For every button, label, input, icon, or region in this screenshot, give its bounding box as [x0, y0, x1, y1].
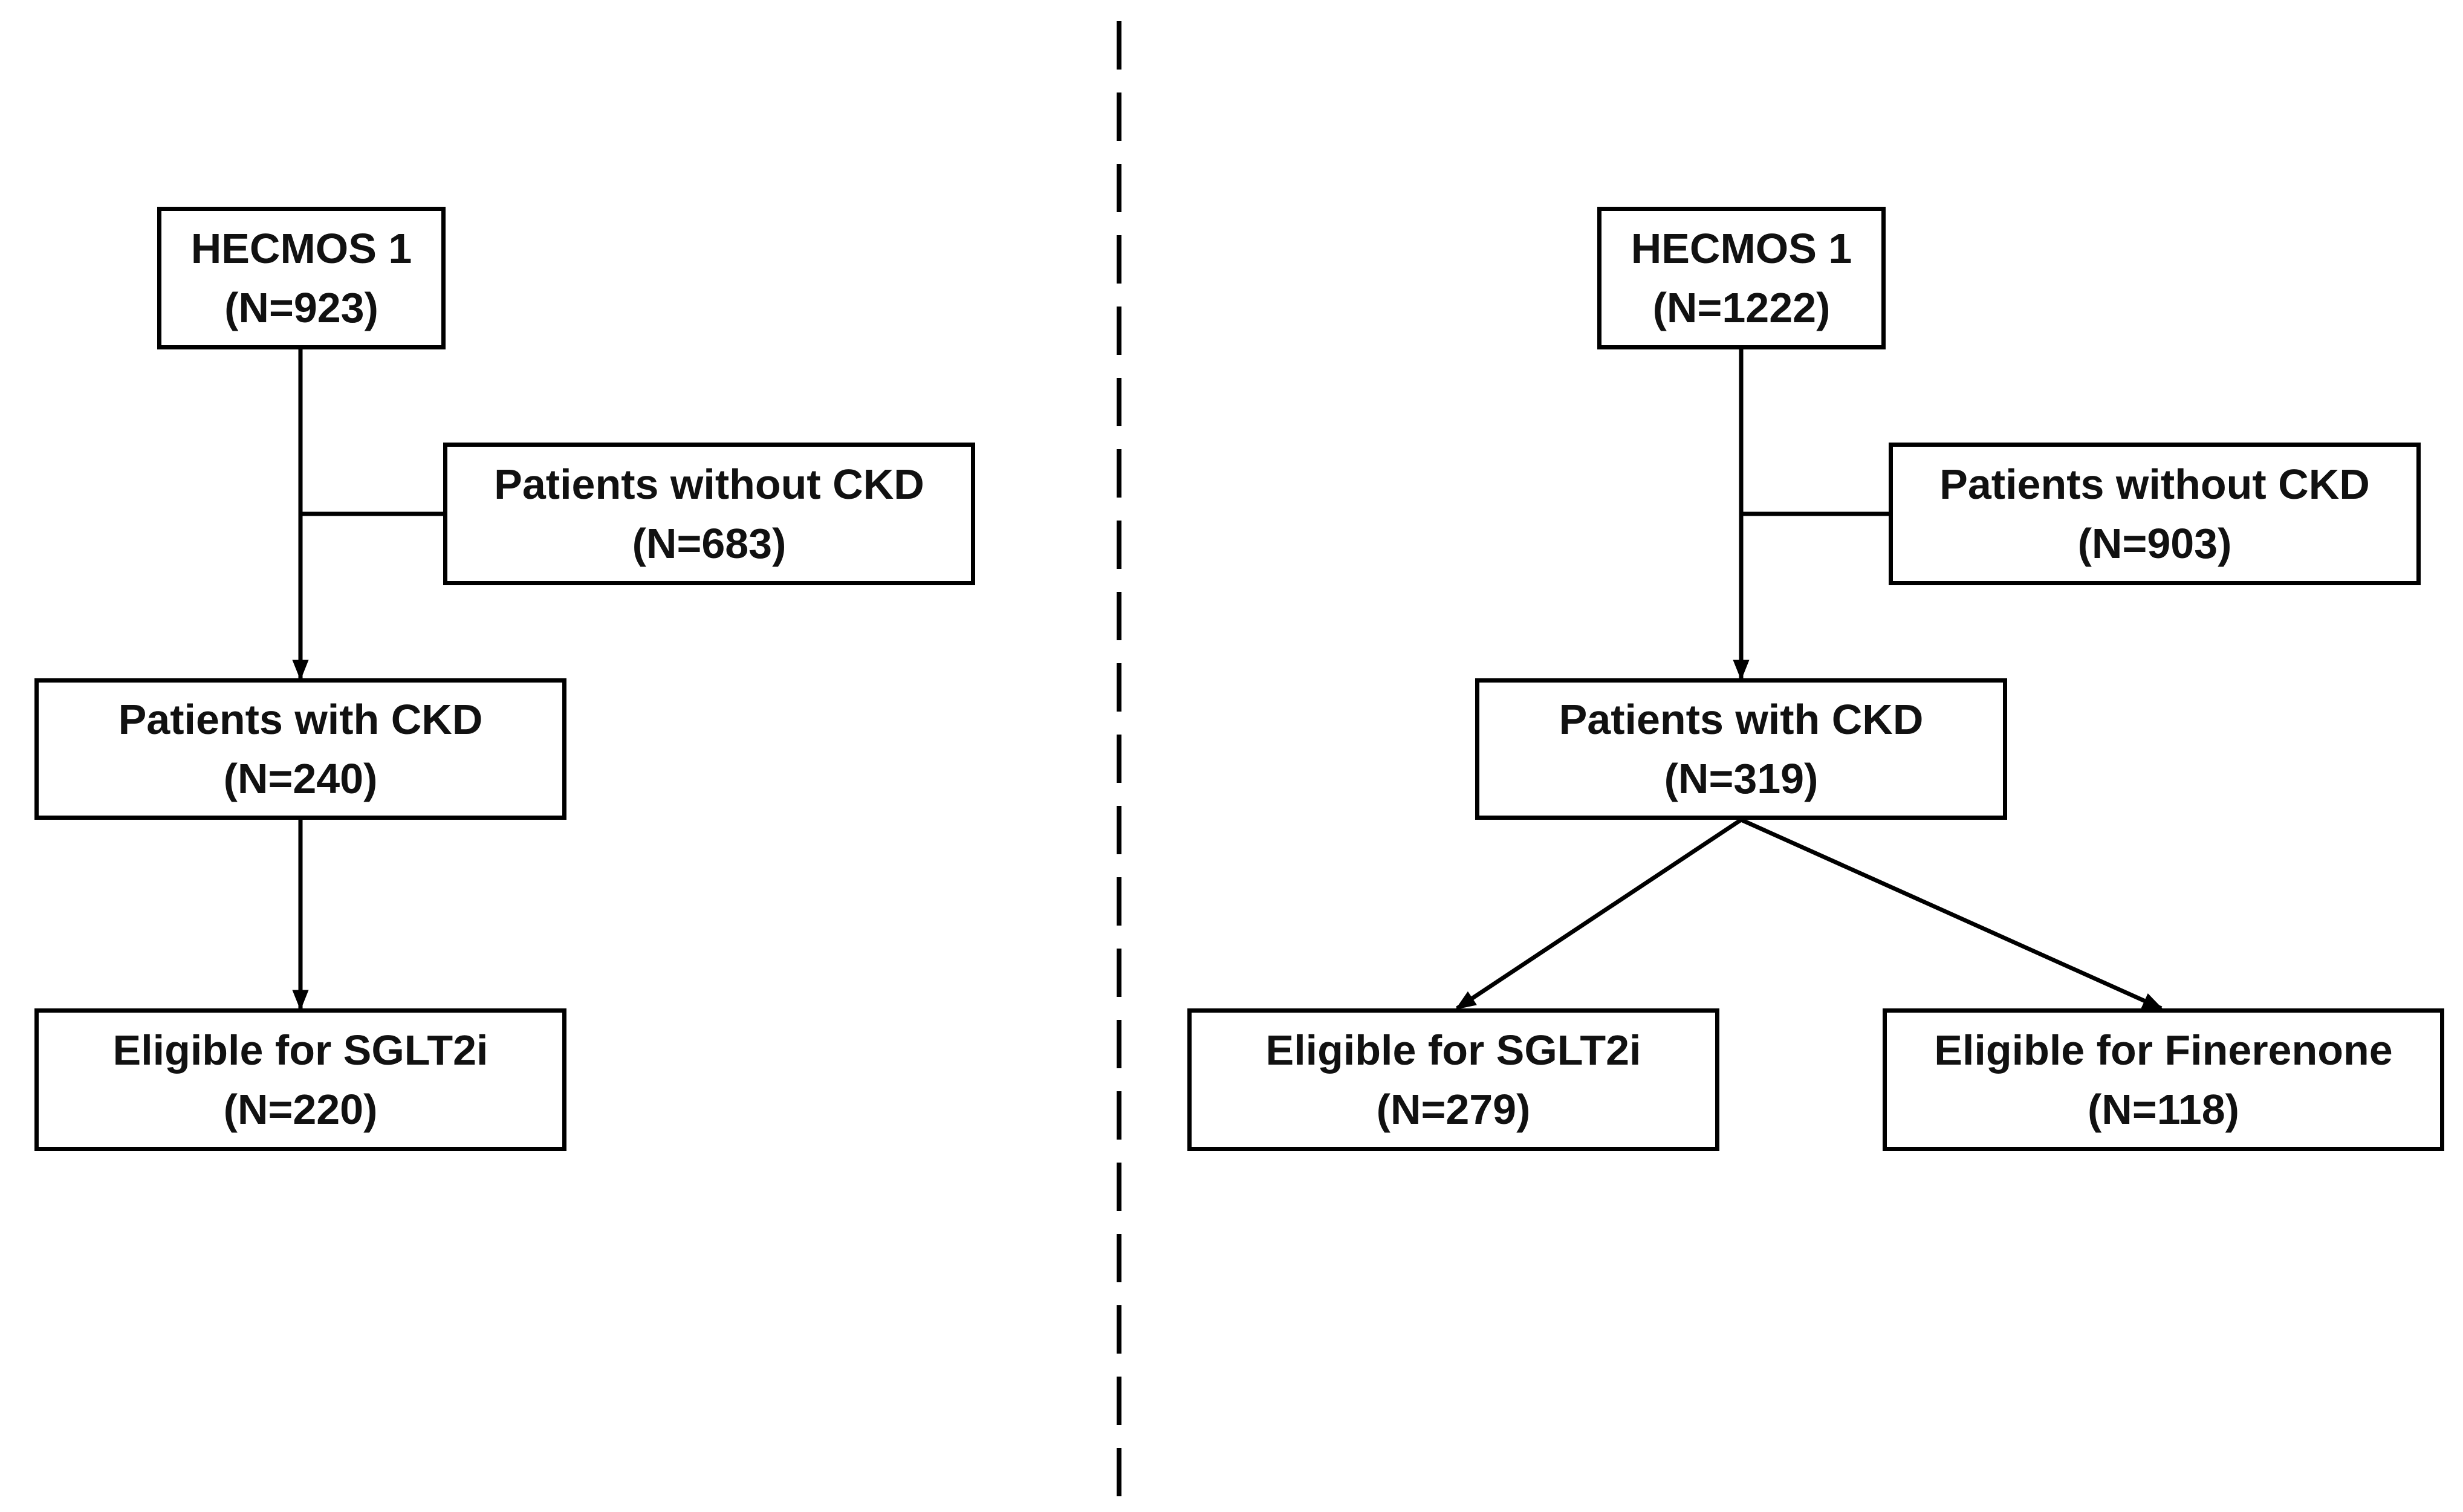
left-start-count: (N=923) [224, 284, 378, 331]
left-ckd-count: (N=240) [223, 755, 378, 802]
right-excluded-title: Patients without CKD [1939, 461, 2370, 508]
right-sglt2i-box: Eligible for SGLT2i (N=279) [1187, 1008, 1719, 1151]
left-sglt2i-title: Eligible for SGLT2i [112, 1027, 488, 1074]
right-ckd-box: Patients with CKD (N=319) [1475, 678, 2007, 820]
right-ckd-title: Patients with CKD [1559, 696, 1924, 743]
right-finerenone-title: Eligible for Finerenone [1934, 1027, 2393, 1074]
left-sglt2i-box: Eligible for SGLT2i (N=220) [34, 1008, 566, 1151]
right-finerenone-box: Eligible for Finerenone (N=118) [1883, 1008, 2444, 1151]
left-excluded-box: Patients without CKD (N=683) [443, 443, 975, 585]
left-ckd-title: Patients with CKD [118, 696, 483, 743]
right-ckd-count: (N=319) [1664, 755, 1819, 802]
right-excluded-box: Patients without CKD (N=903) [1889, 443, 2421, 585]
left-excluded-title: Patients without CKD [494, 461, 924, 508]
right-sglt2i-count: (N=279) [1376, 1086, 1531, 1133]
left-ckd-box: Patients with CKD (N=240) [34, 678, 566, 820]
right-start-box: HECMOS 1 (N=1222) [1597, 207, 1886, 349]
left-sglt2i-count: (N=220) [223, 1086, 378, 1133]
left-start-title: HECMOS 1 [190, 225, 412, 272]
left-excluded-count: (N=683) [632, 520, 787, 567]
right-start-title: HECMOS 1 [1631, 225, 1852, 272]
left-start-box: HECMOS 1 (N=923) [157, 207, 446, 349]
right-sglt2i-title: Eligible for SGLT2i [1265, 1027, 1641, 1074]
right-finerenone-count: (N=118) [2088, 1086, 2239, 1133]
right-connector-ckd-to-finerenone [1740, 817, 2164, 1011]
right-excluded-count: (N=903) [2077, 520, 2232, 567]
right-start-count: (N=1222) [1652, 284, 1831, 331]
right-connector-ckd-to-sglt2i [1455, 818, 1742, 1010]
